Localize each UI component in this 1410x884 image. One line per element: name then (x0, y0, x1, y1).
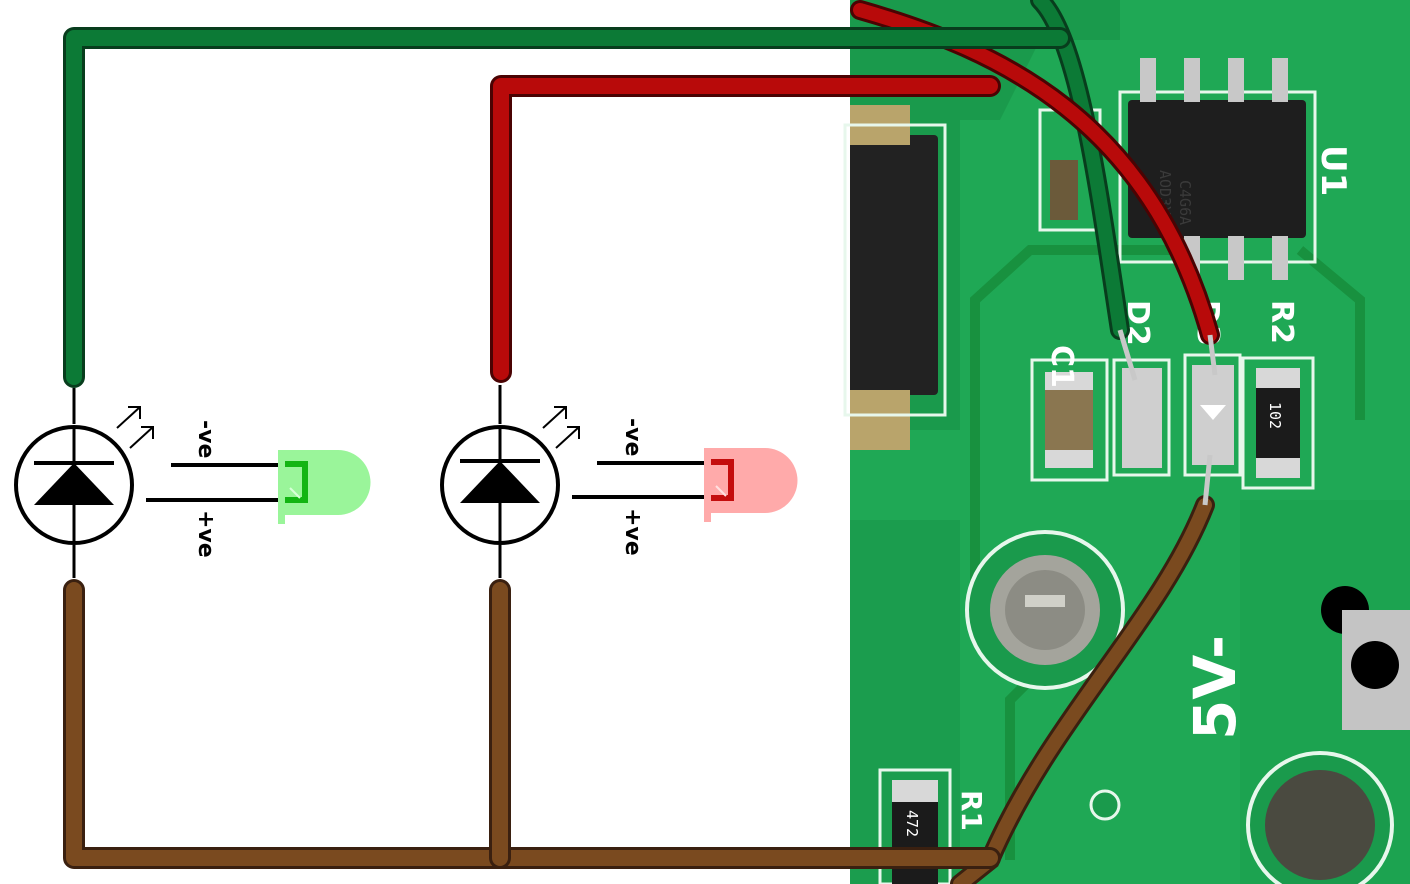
power-mosfet (843, 105, 947, 450)
brown-wire (63, 579, 1001, 869)
power-connector: 5V- (1181, 586, 1410, 740)
c1-label: C1 (1044, 345, 1079, 388)
led-leads-red: -ve +ve (572, 418, 712, 556)
pcb-board: C4G6A AOD3Y6 U1 C1 D2 D3 (843, 0, 1410, 884)
capacitor-c1: C1 (1030, 345, 1109, 482)
green-pos-label: +ve (193, 510, 218, 558)
red-pos-label: +ve (620, 508, 645, 556)
photodiode-icon (116, 406, 154, 449)
photodiode-icon (542, 406, 580, 449)
ground-pad (1246, 751, 1394, 884)
green-wire (63, 27, 1071, 388)
r1-label: R1 (955, 790, 988, 831)
mounting-screw (965, 530, 1125, 690)
led-symbol-red (440, 385, 580, 578)
led-symbol-green (14, 388, 154, 578)
ic-marking-1: C4G6A (1176, 180, 1194, 225)
ic-designator: U1 (1313, 145, 1353, 196)
smd-capacitor (1050, 160, 1078, 220)
led-red (704, 448, 798, 522)
red-wire (490, 75, 1001, 383)
led-leads-green: -ve +ve (146, 420, 285, 558)
red-neg-label: -ve (620, 418, 645, 456)
power-label: 5V- (1181, 635, 1249, 740)
r1-value: 472 (903, 810, 921, 837)
r2-value: 102 (1266, 402, 1284, 429)
r2-label: R2 (1264, 300, 1299, 344)
green-neg-label: -ve (193, 420, 218, 458)
via (1089, 789, 1121, 821)
resistor-r2: 102 R2 (1241, 300, 1315, 490)
led-green (278, 450, 371, 524)
